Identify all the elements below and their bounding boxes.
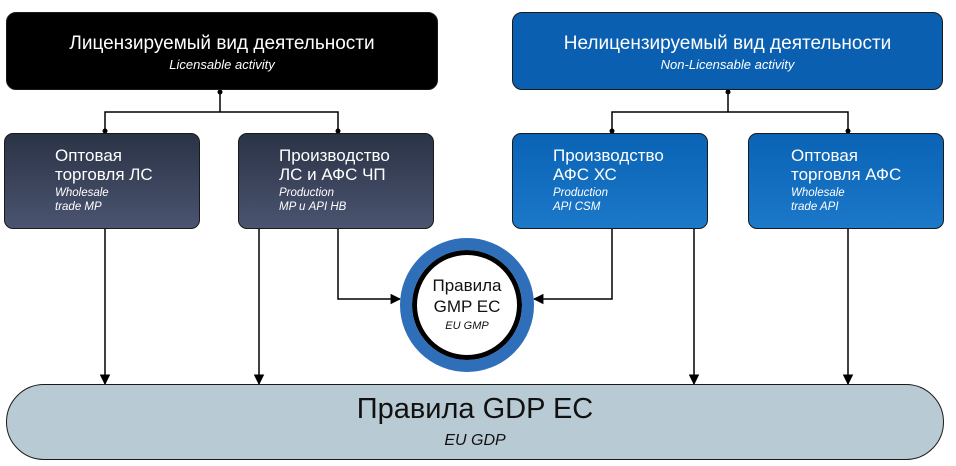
wholesale-mp-line1: Оптовая (55, 146, 122, 165)
licensed-activity-box: Лицензируемый вид деятельности Licensabl… (6, 12, 438, 90)
gdp-bar: Правила GDP ЕС EU GDP (6, 384, 944, 460)
production-api-line2: АФС ХС (553, 165, 617, 184)
production-mp-api-box: Производство ЛС и АФС ЧП Production MP и… (238, 133, 434, 229)
non-licensed-activity-box: Нелицензируемый вид деятельности Non-Lic… (512, 12, 943, 90)
gdp-en: EU GDP (444, 432, 506, 449)
gmp-line1: Правила (432, 276, 502, 295)
wholesale-api-line2: торговля АФС (791, 165, 902, 184)
gmp-circle: Правила GMP ЕС EU GMP (400, 238, 534, 372)
non-licensed-title: Нелицензируемый вид деятельности (563, 33, 892, 54)
production-api-line1: Производство (553, 146, 664, 165)
gmp-line2: GMP ЕС (433, 297, 501, 316)
gdp-title: Правила GDP ЕС (356, 393, 594, 425)
production-api-csm-box: Производство АФС ХС Production API CSM (512, 133, 708, 229)
production-mp-en2: MP и API HB (279, 201, 347, 213)
wholesale-api-en1: Wholesale (791, 187, 845, 199)
production-mp-en1: Production (279, 187, 334, 199)
licensed-title: Лицензируемый вид деятельности (69, 33, 375, 54)
wholesale-api-en2: trade API (791, 201, 839, 213)
wholesale-mp-box: Оптовая торговля ЛС Wholesale trade MP (4, 133, 200, 229)
arrow-s3-gmp (532, 229, 613, 305)
wholesale-mp-line2: торговля ЛС (55, 165, 153, 184)
tree-right (611, 90, 849, 133)
gmp-en: EU GMP (445, 320, 489, 332)
production-mp-line1: Производство (279, 146, 390, 165)
non-licensed-title-en: Non-Licensable activity (660, 57, 795, 72)
production-api-en1: Production (553, 187, 608, 199)
tree-left (104, 90, 339, 133)
wholesale-mp-en1: Wholesale (55, 187, 109, 199)
wholesale-api-box: Оптовая торговля АФС Wholesale trade API (748, 133, 944, 229)
licensed-title-en: Licensable activity (169, 57, 275, 72)
production-mp-line2: ЛС и АФС ЧП (279, 165, 386, 184)
wholesale-api-line1: Оптовая (791, 146, 858, 165)
arrow-s2-gmp (337, 229, 402, 305)
production-api-en2: API CSM (553, 201, 601, 213)
wholesale-mp-en2: trade MP (55, 201, 102, 213)
